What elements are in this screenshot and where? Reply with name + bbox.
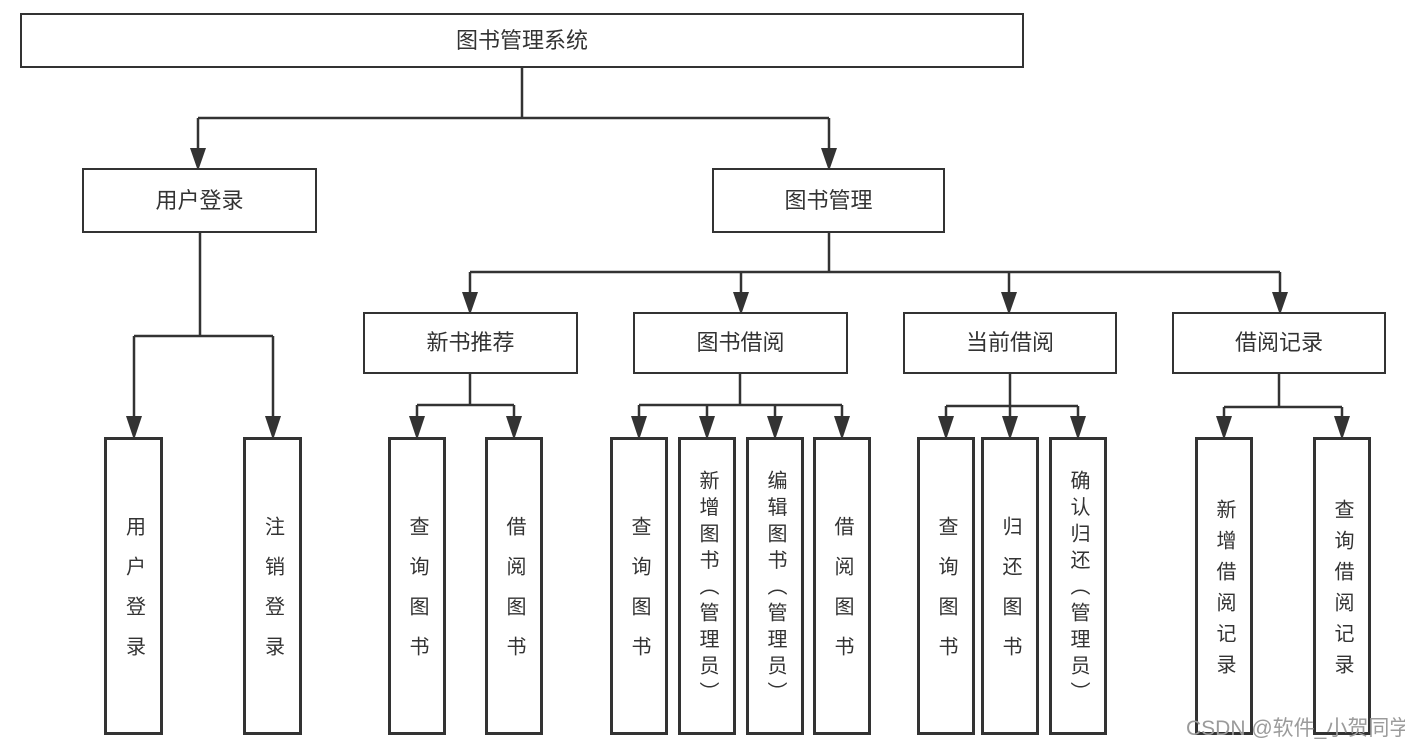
leaf-borrow-book: 借阅图书 [813, 437, 871, 735]
node-user-login: 用户登录 [82, 168, 317, 233]
leaf-edit-book-admin-label: 编辑图书（管理员） [764, 470, 786, 708]
node-borrow-record-label: 借阅记录 [1234, 330, 1323, 355]
leaf-query-book-borrow: 查询图书 [610, 437, 668, 735]
node-book-borrow: 图书借阅 [633, 312, 848, 374]
node-current-borrow-label: 当前借阅 [965, 330, 1054, 355]
leaf-confirm-return-admin-label: 确认归还（管理员） [1067, 470, 1089, 708]
leaf-return-book-label: 归还图书 [999, 516, 1021, 676]
leaf-query-book-current: 查询图书 [917, 437, 975, 735]
node-root-system: 图书管理系统 [20, 13, 1024, 68]
leaf-borrow-book-recommend: 借阅图书 [485, 437, 543, 735]
leaf-user-login: 用户登录 [104, 437, 163, 735]
node-new-book-recommend-label: 新书推荐 [426, 330, 515, 355]
leaf-logout-label: 注销登录 [261, 516, 284, 676]
leaf-add-book-admin-label: 新增图书（管理员） [696, 470, 718, 708]
node-book-management-label: 图书管理 [784, 187, 873, 213]
leaf-add-borrow-record-label: 新增借阅记录 [1213, 498, 1235, 685]
node-root-system-label: 图书管理系统 [455, 27, 588, 53]
leaf-query-book-borrow-label: 查询图书 [628, 516, 650, 676]
node-user-login-label: 用户登录 [155, 187, 244, 213]
leaf-query-book-current-label: 查询图书 [935, 516, 957, 676]
node-borrow-record: 借阅记录 [1172, 312, 1386, 374]
leaf-query-borrow-record-label: 查询借阅记录 [1331, 498, 1353, 685]
node-current-borrow: 当前借阅 [903, 312, 1117, 374]
leaf-add-borrow-record: 新增借阅记录 [1195, 437, 1253, 735]
leaf-borrow-book-label: 借阅图书 [831, 516, 853, 676]
leaf-confirm-return-admin: 确认归还（管理员） [1049, 437, 1107, 735]
leaf-query-book-recommend-label: 查询图书 [406, 516, 428, 676]
leaf-borrow-book-recommend-label: 借阅图书 [503, 516, 525, 676]
leaf-user-login-label: 用户登录 [122, 516, 145, 676]
leaf-query-book-recommend: 查询图书 [388, 437, 446, 735]
leaf-add-book-admin: 新增图书（管理员） [678, 437, 736, 735]
leaf-logout: 注销登录 [243, 437, 302, 735]
node-book-management: 图书管理 [712, 168, 945, 233]
node-book-borrow-label: 图书借阅 [696, 330, 785, 355]
watermark-text: CSDN @软件_小贺同学 [1186, 717, 1405, 740]
node-new-book-recommend: 新书推荐 [363, 312, 578, 374]
leaf-query-borrow-record: 查询借阅记录 [1313, 437, 1371, 735]
leaf-return-book: 归还图书 [981, 437, 1039, 735]
leaf-edit-book-admin: 编辑图书（管理员） [746, 437, 804, 735]
